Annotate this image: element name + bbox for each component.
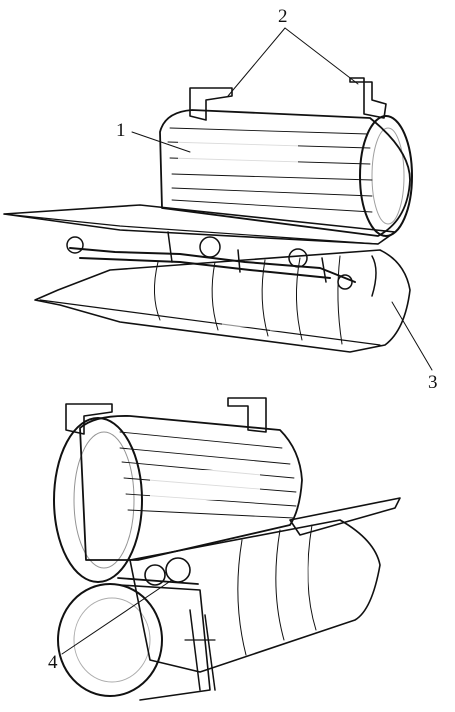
bottom-mechanism	[117, 557, 216, 691]
bottom-assembly	[53, 397, 401, 701]
bottom-lower-shell	[129, 519, 381, 673]
bottom-front-ring	[57, 583, 211, 701]
callout-2: 2	[278, 6, 288, 27]
bottom-flange-plate	[289, 497, 401, 536]
top-bracket-right	[349, 77, 387, 119]
top-flange-plate	[3, 204, 396, 245]
bottom-bracket-left	[65, 403, 113, 435]
top-drum-part-1	[159, 109, 413, 237]
top-bracket-left	[189, 87, 233, 121]
leader-2a	[227, 27, 286, 97]
top-assembly	[3, 77, 413, 353]
leader-2b	[284, 27, 359, 85]
leader-3	[391, 301, 433, 371]
top-lower-shell	[34, 249, 411, 353]
leader-1	[131, 131, 191, 153]
bottom-drum	[53, 415, 303, 583]
leader-lines	[61, 27, 433, 655]
bottom-bracket-right	[227, 397, 267, 433]
top-mechanism	[66, 231, 377, 297]
leader-4	[61, 579, 173, 655]
callout-4: 4	[48, 652, 58, 673]
callout-3: 3	[428, 372, 438, 393]
callout-1: 1	[116, 120, 126, 141]
